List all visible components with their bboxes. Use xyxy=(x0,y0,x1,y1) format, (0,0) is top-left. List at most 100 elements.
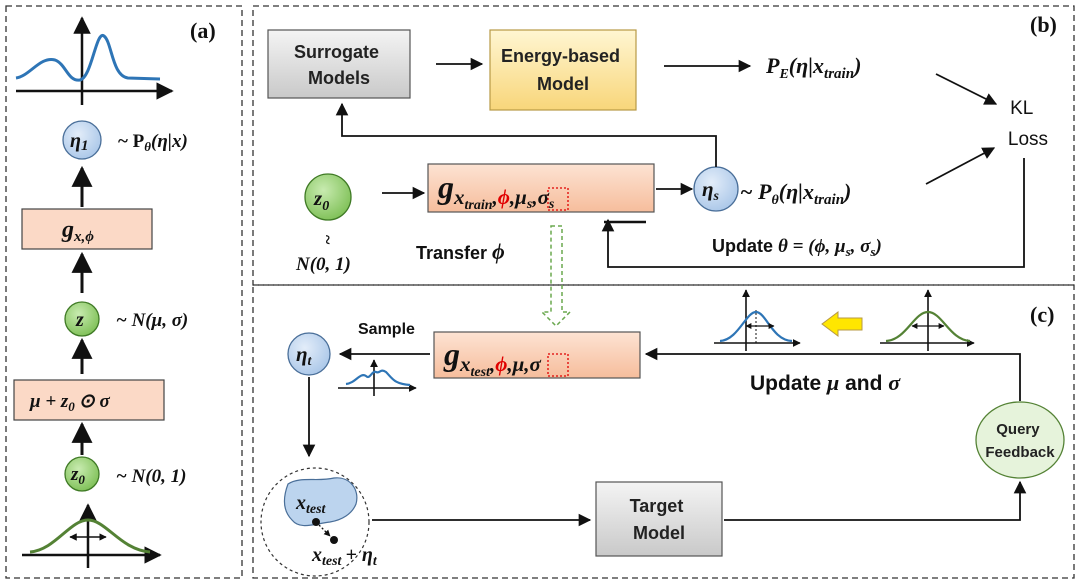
pe-args-2: ) xyxy=(852,53,861,78)
svg-text:xtest+ ηt: xtest+ ηt xyxy=(311,544,378,569)
generator-a-subscript: x,ϕ xyxy=(73,229,94,245)
eta1-symbol: η xyxy=(70,130,81,152)
update-theta-s1: s xyxy=(845,244,851,259)
panel-a-frame xyxy=(5,5,243,579)
ptheta-prefix: ~ P xyxy=(740,179,772,204)
query-feedback-node xyxy=(975,401,1065,479)
z0-b-symbol: z xyxy=(313,186,323,210)
update-theta-mid: , σ xyxy=(850,236,872,257)
update-theta-formula: θ = (ϕ, μ xyxy=(778,236,846,257)
reparam-z0-sub: 0 xyxy=(68,399,75,414)
svg-text:ηt: ηt xyxy=(296,342,313,369)
ptheta-args-sub: train xyxy=(814,192,844,208)
update-theta-label: Update xyxy=(712,236,778,256)
eta1-dist-sub: θ xyxy=(144,139,151,154)
update-theta-end: ) xyxy=(873,236,881,257)
reparam-rest: ⊙ σ xyxy=(79,391,111,412)
eta-to-surrogate-arrow xyxy=(335,102,717,167)
gen-train-sigma: ,σ xyxy=(531,185,549,209)
gen-test-sub-test: test xyxy=(471,365,492,380)
initial-distribution-icon xyxy=(880,289,975,351)
xtest-pert-sub: test xyxy=(322,554,343,569)
pe-sub: E xyxy=(778,67,788,82)
eta-t-sub: t xyxy=(308,354,313,369)
pe-args-sub: train xyxy=(824,66,854,82)
phi-highlight-test xyxy=(547,353,569,377)
svg-text:Query Feedback: Query Feedback xyxy=(985,421,1055,461)
z-distribution: ~ N(μ, σ) xyxy=(116,310,188,331)
svg-text:PE(η|xtrain): PE(η|xtrain) xyxy=(765,53,861,82)
svg-text:μ + z0⊙ σ: μ + z0⊙ σ xyxy=(29,391,110,414)
svg-text:gxtest,ϕ,μ,σ: gxtest,ϕ,μ,σ xyxy=(443,336,542,380)
updated-distribution-icon xyxy=(714,289,801,351)
generator-box-train xyxy=(427,163,655,213)
input-region-blob xyxy=(283,477,358,527)
update-theta-loop-arrow xyxy=(601,158,1025,268)
eta-s-symbol: η xyxy=(702,177,714,201)
update-direction-arrow xyxy=(821,311,863,337)
gen-train-sub-x: x xyxy=(453,185,465,209)
generator-box-test xyxy=(433,331,641,379)
eta1-dist-args: (η|x) xyxy=(151,131,188,152)
gen-train-mu: ,μ xyxy=(509,185,527,209)
xtest-sub: test xyxy=(306,502,327,517)
xtest-pert-symbol: x xyxy=(311,544,322,566)
update-mu-sigma-label: Update xyxy=(750,372,827,395)
z0-node-a xyxy=(64,456,100,492)
svg-text:Transfer ϕ: Transfer ϕ xyxy=(416,239,505,264)
ptheta-args-2: ) xyxy=(842,179,851,204)
ptheta-args-1: (η|x xyxy=(779,179,814,204)
xtest-pert-rest: + η xyxy=(345,544,372,566)
target-label-line2: Model xyxy=(633,523,685,543)
z0-b-distribution: N(0, 1) xyxy=(295,254,351,275)
eta-t-symbol: η xyxy=(296,342,308,366)
kl-label-line2: Loss xyxy=(1008,129,1048,150)
surrogate-models-box xyxy=(267,29,411,99)
panel-b-label: (b) xyxy=(1030,12,1057,37)
gaussian-distribution-icon xyxy=(22,503,162,568)
transfer-phi: ϕ xyxy=(492,239,505,264)
surrogate-label-line2: Models xyxy=(308,68,370,88)
query-label-line1: Query xyxy=(996,421,1040,438)
gen-test-rest: ,μ,σ xyxy=(506,352,541,376)
bimodal-distribution-icon xyxy=(15,16,174,105)
panel-a-label: (a) xyxy=(190,18,216,43)
panel-c-label: (c) xyxy=(1030,302,1054,327)
transfer-label: Transfer xyxy=(416,243,492,263)
z0-node-b xyxy=(304,173,352,221)
transfer-dashed-arrow xyxy=(540,225,572,328)
svg-text:~ Pθ(η|xtrain): ~ Pθ(η|xtrain) xyxy=(740,179,851,208)
eta1-node xyxy=(62,120,102,160)
xtest-point xyxy=(312,518,320,526)
z0-a-symbol: z xyxy=(70,464,79,485)
kl-label-line1: KL xyxy=(1010,98,1033,119)
svg-text:Target Model: Target Model xyxy=(630,496,689,543)
panel-c-frame xyxy=(252,284,1075,579)
query-label-line2: Feedback xyxy=(985,444,1055,461)
target-to-feedback-arrow xyxy=(724,480,1027,521)
generator-box-a xyxy=(21,208,153,250)
sample-label: Sample xyxy=(358,321,415,338)
svg-text:ηs: ηs xyxy=(702,177,720,204)
svg-text:Update μ and σ: Update μ and σ xyxy=(750,370,901,395)
z0-b-tilde: ~ xyxy=(318,235,338,245)
sample-distribution-icon xyxy=(338,359,417,396)
gen-test-sub-x: x xyxy=(459,352,471,376)
update-mu: μ xyxy=(826,370,839,395)
eta1-subscript: 1 xyxy=(81,138,89,154)
target-label-line1: Target xyxy=(630,496,684,516)
svg-text:Energy-based Model: Energy-based Model xyxy=(501,46,625,94)
eta-s-sub: s xyxy=(713,189,720,204)
z-symbol: z xyxy=(75,309,84,331)
svg-text:xtest: xtest xyxy=(295,492,327,517)
gen-train-sigma-sub: s xyxy=(548,197,555,212)
generator-a-symbol: g xyxy=(61,217,74,243)
pe-main: P xyxy=(765,53,780,78)
gen-train-phi: ϕ xyxy=(498,185,510,209)
svg-text:η1: η1 xyxy=(70,130,88,154)
svg-text:~ Pθ(η|x): ~ Pθ(η|x) xyxy=(118,131,188,154)
update-and: and xyxy=(839,372,888,395)
svg-text:z0: z0 xyxy=(70,464,85,487)
svg-text:gx,ϕ: gx,ϕ xyxy=(61,217,94,245)
